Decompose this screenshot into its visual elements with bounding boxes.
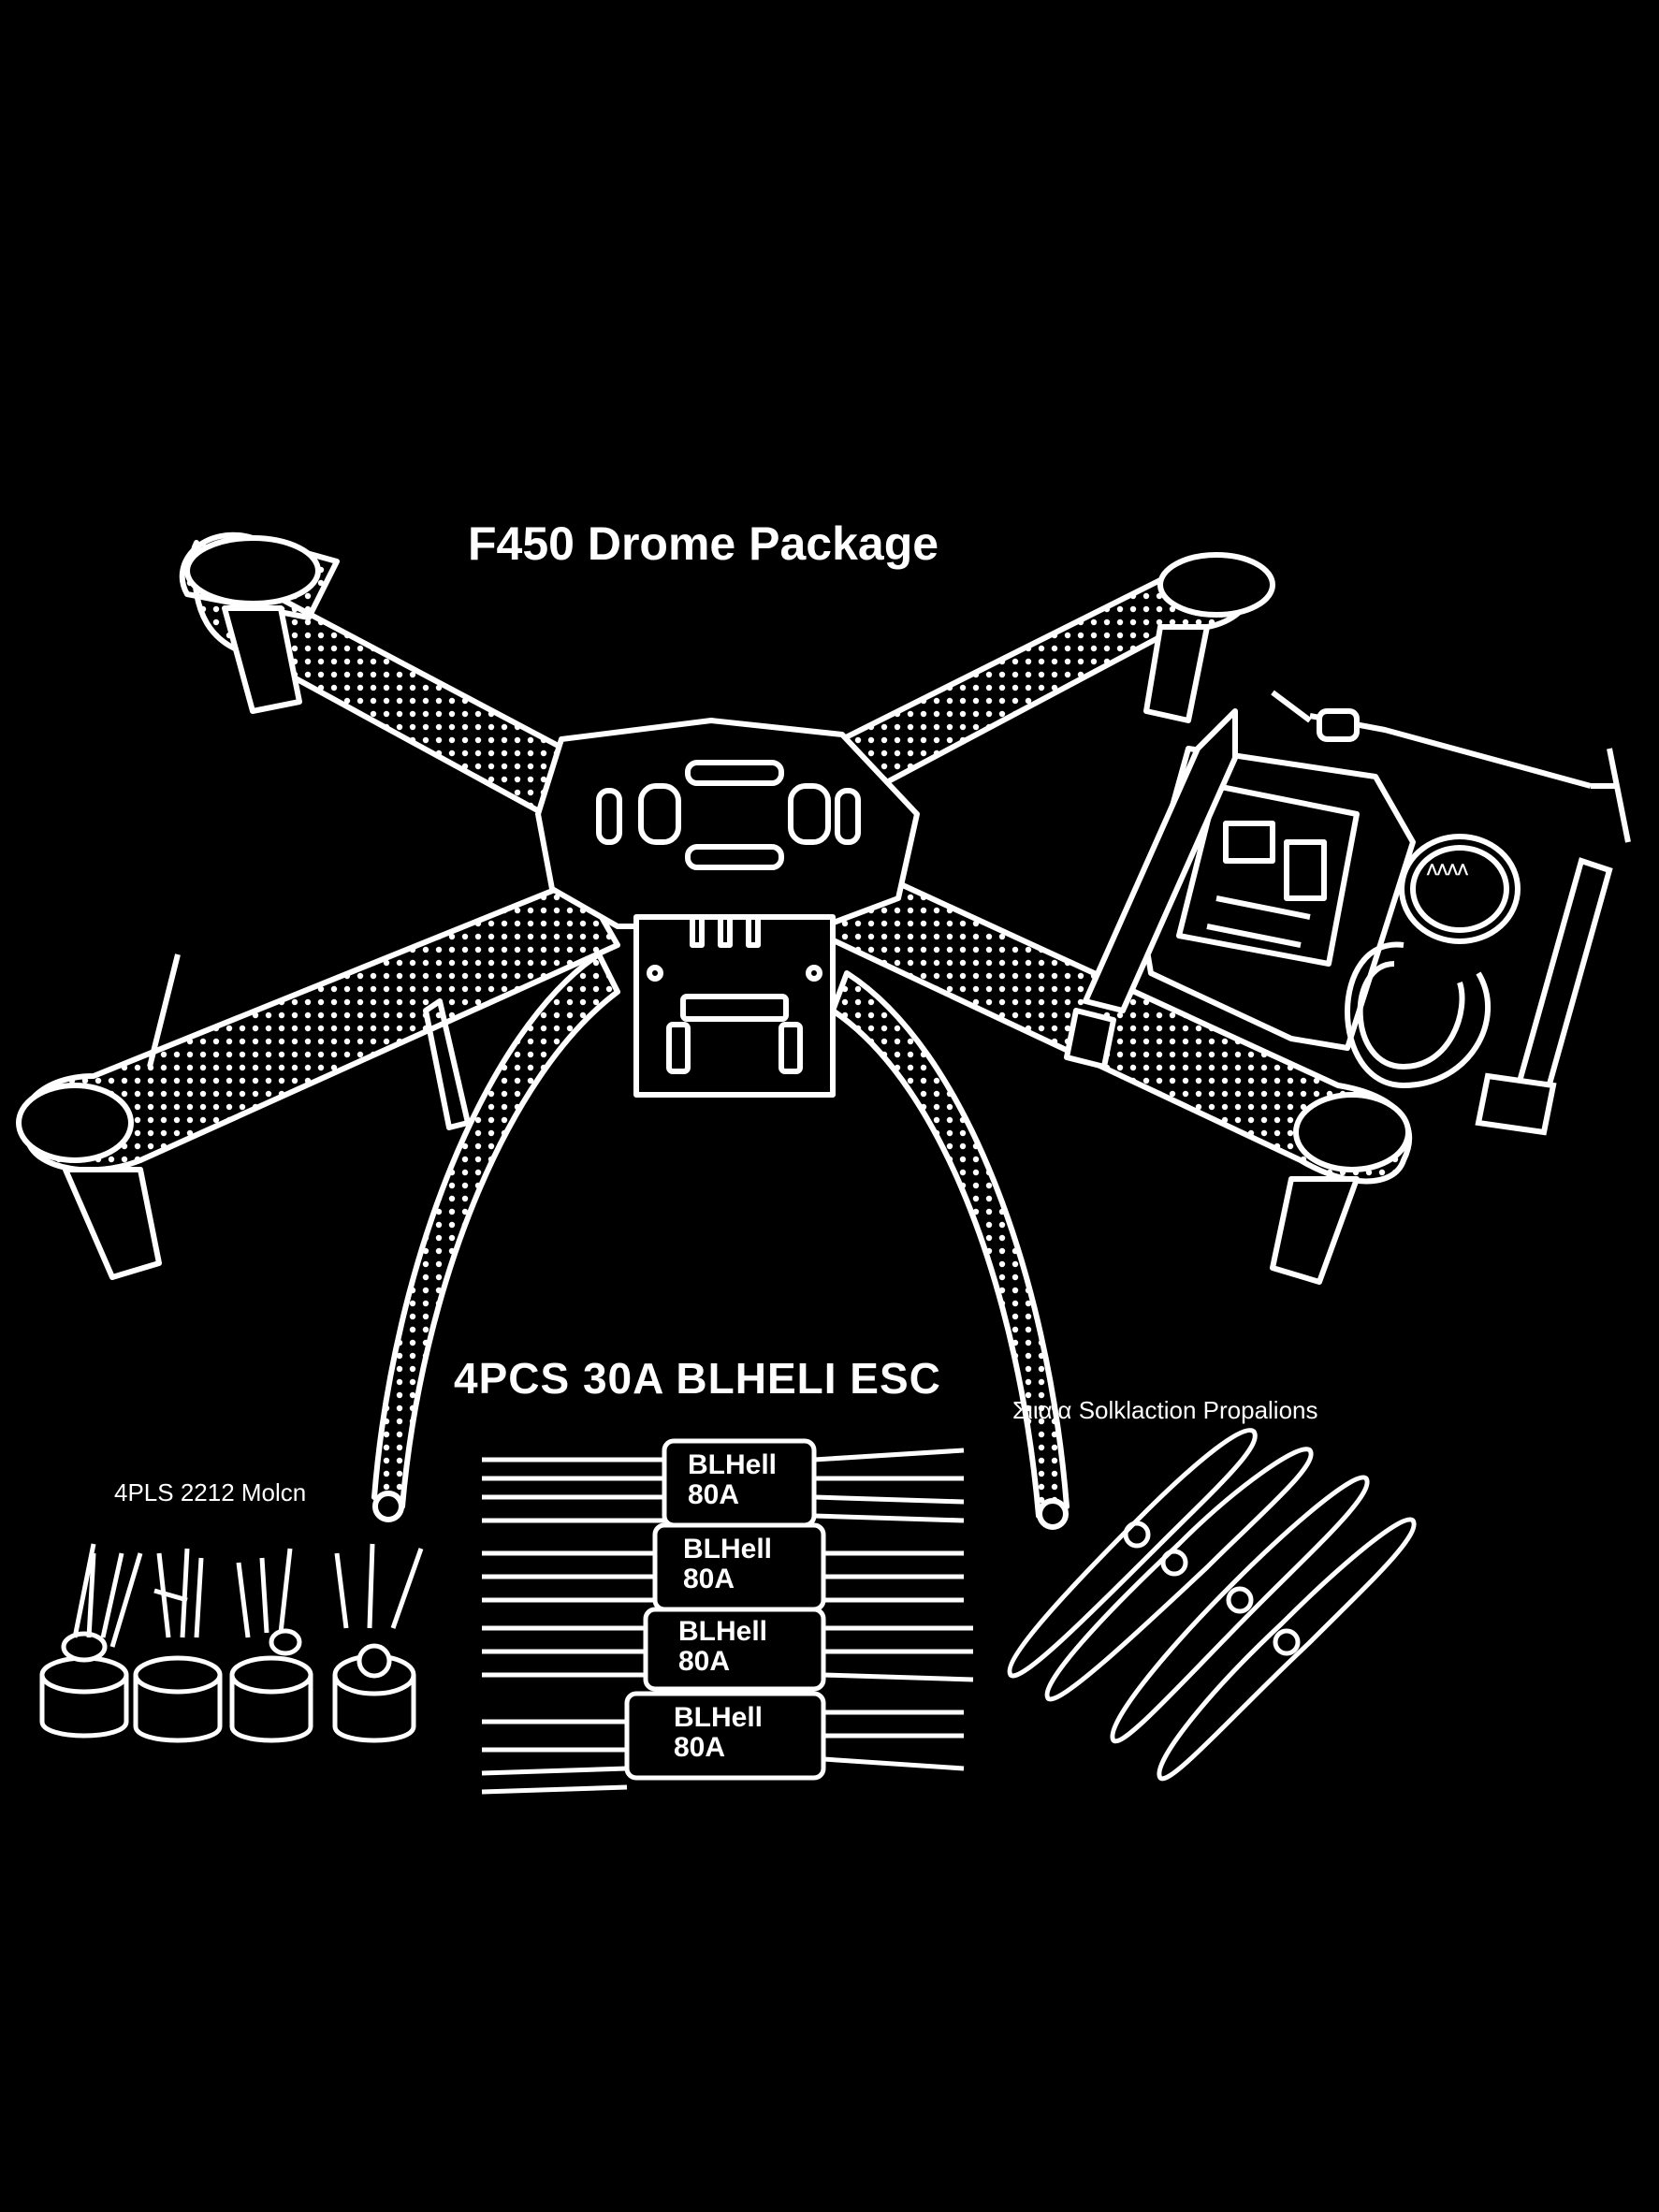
propeller-icon xyxy=(1157,1517,1417,1782)
esc-label: BLHell 80A xyxy=(678,1617,767,1677)
esc-label-line1: BLHell xyxy=(688,1449,778,1480)
propeller-group xyxy=(1007,1428,1417,1782)
motor-icon xyxy=(39,1543,143,1739)
gps-module-icon: ᐱᐱᐱᐱ xyxy=(1345,834,1613,1136)
gps-label: ᐱᐱᐱᐱ xyxy=(1426,863,1469,879)
flight-controller-icon xyxy=(1064,690,1631,1070)
esc-label: BLHell 80A xyxy=(688,1450,777,1510)
propeller-icon xyxy=(1007,1428,1258,1679)
esc-icon xyxy=(482,1522,964,1612)
esc-label-line2: 80A xyxy=(678,1646,731,1677)
propeller-title: Σιιαια Solklaction Propalions xyxy=(1012,1396,1318,1424)
esc-label: BLHell 80A xyxy=(674,1703,763,1763)
motor-icon xyxy=(133,1548,223,1743)
esc-title: 4PCS 30A BLHELI ESC xyxy=(454,1354,941,1403)
esc-group xyxy=(481,1438,974,1795)
drone-frame-icon xyxy=(16,531,1413,1530)
esc-icon xyxy=(481,1691,965,1795)
package-title: F450 Drome Package xyxy=(468,517,939,570)
esc-label-line1: BLHell xyxy=(678,1616,768,1647)
motor-group xyxy=(39,1543,424,1743)
esc-label-line2: 80A xyxy=(674,1732,726,1763)
motor-title: 4PLS 2212 Molcn xyxy=(114,1478,307,1506)
esc-label-line1: BLHell xyxy=(674,1702,764,1733)
esc-icon xyxy=(482,1438,965,1528)
esc-icon xyxy=(482,1607,974,1692)
propeller-icon xyxy=(1110,1475,1370,1744)
motor-icon xyxy=(332,1543,424,1743)
propeller-icon xyxy=(1044,1447,1314,1702)
esc-label-line2: 80A xyxy=(688,1479,740,1510)
esc-label-line2: 80A xyxy=(683,1564,735,1594)
esc-label: BLHell 80A xyxy=(683,1535,772,1594)
esc-label-line1: BLHell xyxy=(683,1534,773,1564)
motor-icon xyxy=(229,1548,313,1743)
